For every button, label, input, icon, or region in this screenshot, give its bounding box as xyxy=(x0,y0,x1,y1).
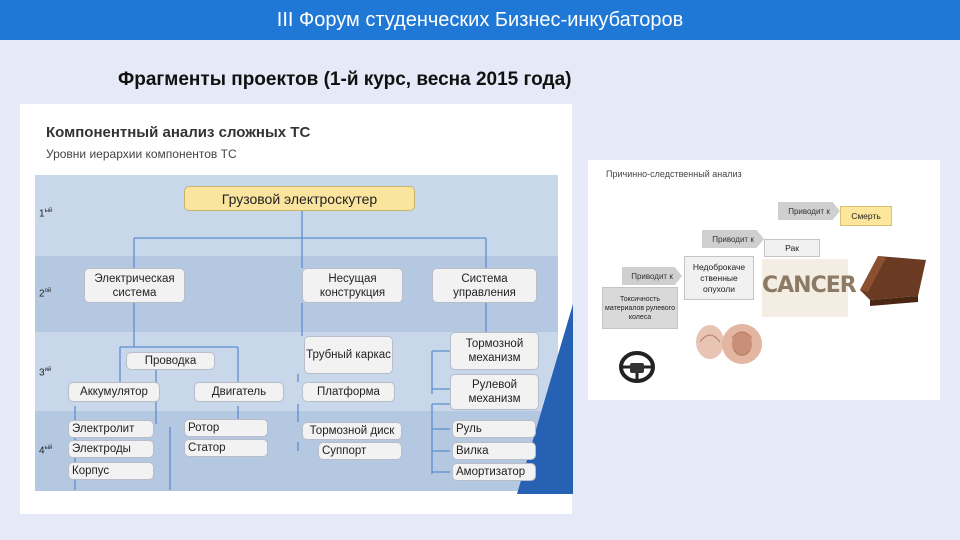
brain-scan-icon xyxy=(696,324,762,364)
slide-subtitle: Фрагменты проектов (1-й курс, весна 2015… xyxy=(118,69,572,90)
root-node: Грузовой электроскутер xyxy=(184,186,415,211)
header-title: III Форум студенческих Бизнес-инкубаторо… xyxy=(276,9,684,31)
component-analysis-figure: Компонентный анализ сложных ТС Уровни ие… xyxy=(20,104,573,514)
header-bar: III Форум студенческих Бизнес-инкубаторо… xyxy=(0,0,960,40)
node-battery: Аккумулятор xyxy=(68,382,160,402)
node-steering-mechanism: Рулевой механизм xyxy=(450,374,539,410)
node-electrolyte: Электролит xyxy=(68,420,154,438)
box-benign-tumors: Недоброкаче ственные опухоли xyxy=(684,256,754,300)
steering-wheel-icon xyxy=(619,351,655,383)
box-death: Смерть xyxy=(840,206,892,226)
node-shock-absorber: Амортизатор xyxy=(452,463,536,481)
level-label-3: 3ий xyxy=(39,367,52,379)
node-rotor: Ротор xyxy=(184,419,268,437)
arrow-leads-to-tumors: Приводит к xyxy=(622,267,682,285)
figure-subtitle: Уровни иерархии компонентов ТС xyxy=(46,147,237,161)
box-toxicity: Токсичность материалов рулевого колеса xyxy=(602,287,678,329)
figure-title: Компонентный анализ сложных ТС xyxy=(46,124,311,141)
arrow-leads-to-cancer: Приводит к xyxy=(702,230,764,248)
level-label-2: 2ой xyxy=(39,288,52,300)
node-wiring: Проводка xyxy=(126,352,215,370)
node-brake-disc: Тормозной диск xyxy=(302,422,402,440)
node-control-system: Система управления xyxy=(432,268,537,303)
node-motor: Двигатель xyxy=(194,382,284,402)
node-handlebar: Руль xyxy=(452,420,536,438)
node-electrical-system: Электрическая система xyxy=(84,268,185,303)
cancer-image-text: CANCER xyxy=(762,273,857,298)
arrow-leads-to-death: Приводит к xyxy=(778,202,840,220)
node-platform: Платформа xyxy=(302,382,395,402)
node-electrodes: Электроды xyxy=(68,440,154,458)
level-label-4: 4ый xyxy=(39,445,53,457)
node-support: Суппорт xyxy=(318,442,402,460)
node-case: Корпус xyxy=(68,462,154,480)
coffin-icon xyxy=(860,256,926,306)
cancer-image: CANCER xyxy=(762,259,857,317)
cause-effect-title: Причинно-следственный анализ xyxy=(606,169,742,179)
node-brake-mechanism: Тормозной механизм xyxy=(450,332,539,370)
node-stator: Статор xyxy=(184,439,268,457)
node-fork: Вилка xyxy=(452,442,536,460)
level-label-1: 1ый xyxy=(39,208,53,220)
node-tube-frame: Трубный каркас xyxy=(304,336,393,374)
cause-effect-figure: Причинно-следственный анализ Приводит к … xyxy=(588,160,940,400)
node-carrier-structure: Несущая конструкция xyxy=(302,268,403,303)
box-cancer: Рак xyxy=(764,239,820,257)
